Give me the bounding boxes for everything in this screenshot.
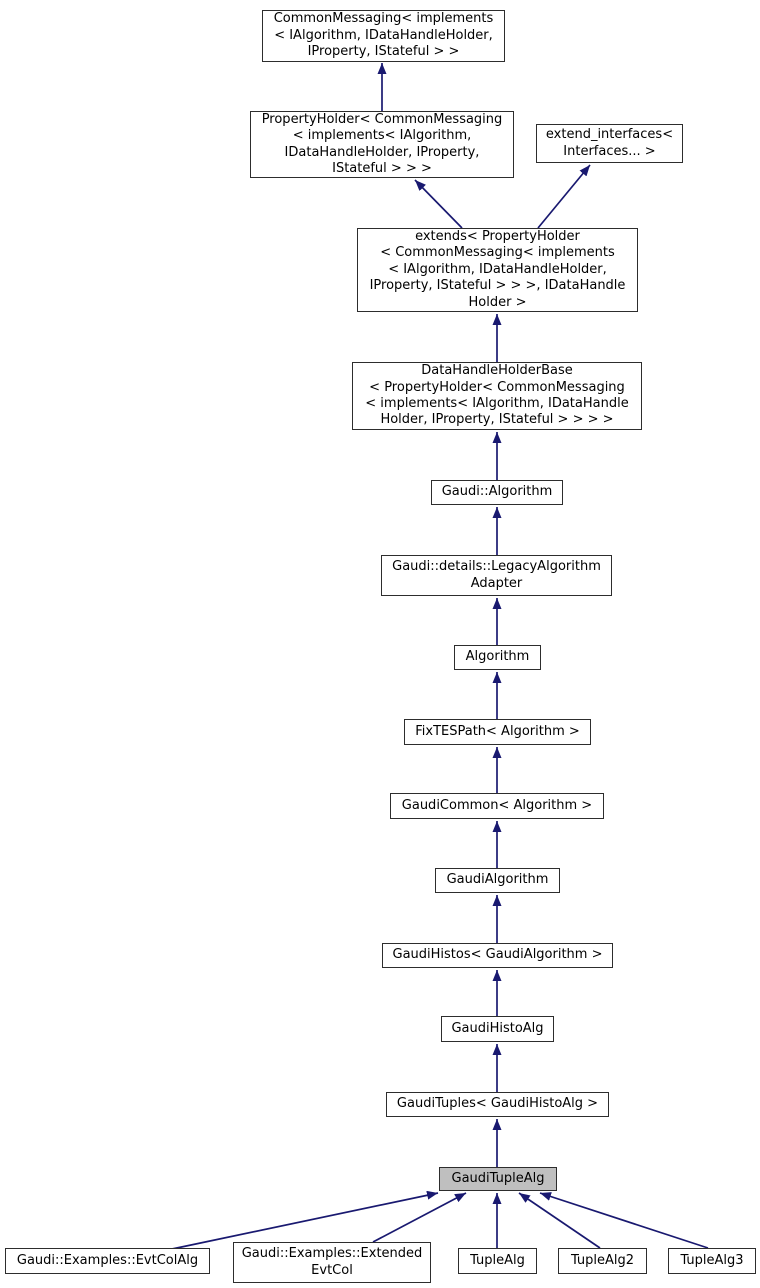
node-datahandleholderbase[interactable]: DataHandleHolderBase < PropertyHolder< C… [352, 362, 642, 430]
node-extends[interactable]: extends< PropertyHolder < CommonMessagin… [357, 228, 638, 312]
node-gaudihistos[interactable]: GaudiHistos< GaudiAlgorithm > [382, 943, 613, 968]
inheritance-arrow [372, 1192, 467, 1243]
node-extendedevtcol[interactable]: Gaudi::Examples::Extended EvtCol [233, 1242, 431, 1283]
node-propertyholder[interactable]: PropertyHolder< CommonMessaging < implem… [250, 111, 514, 178]
node-gaudihistoalg[interactable]: GaudiHistoAlg [441, 1016, 554, 1042]
node-gaudialgorithm[interactable]: GaudiAlgorithm [435, 868, 560, 893]
node-fixtespath[interactable]: FixTESPath< Algorithm > [404, 719, 591, 745]
node-gaudi-algorithm[interactable]: Gaudi::Algorithm [431, 480, 563, 505]
node-tuplealg3[interactable]: TupleAlg3 [668, 1248, 756, 1274]
node-legacyalgorithmadapter[interactable]: Gaudi::details::LegacyAlgorithm Adapter [381, 555, 612, 596]
inheritance-arrow [539, 1192, 709, 1249]
node-gaudicommon[interactable]: GaudiCommon< Algorithm > [390, 793, 604, 819]
node-gaudituplealg-current: GaudiTupleAlg [439, 1167, 557, 1191]
node-extend-interfaces[interactable]: extend_interfaces< Interfaces... > [536, 124, 683, 163]
inheritance-arrow [414, 179, 463, 229]
node-commonmessaging[interactable]: CommonMessaging< implements < IAlgorithm… [262, 10, 505, 62]
node-tuplealg2[interactable]: TupleAlg2 [558, 1248, 647, 1274]
inheritance-arrow [518, 1192, 601, 1249]
node-gaudituples[interactable]: GaudiTuples< GaudiHistoAlg > [386, 1092, 609, 1117]
node-evtcolalg[interactable]: Gaudi::Examples::EvtColAlg [5, 1248, 210, 1274]
inheritance-arrow [171, 1190, 439, 1250]
node-algorithm[interactable]: Algorithm [454, 645, 541, 670]
inheritance-arrow [537, 164, 591, 229]
node-tuplealg[interactable]: TupleAlg [458, 1248, 537, 1274]
